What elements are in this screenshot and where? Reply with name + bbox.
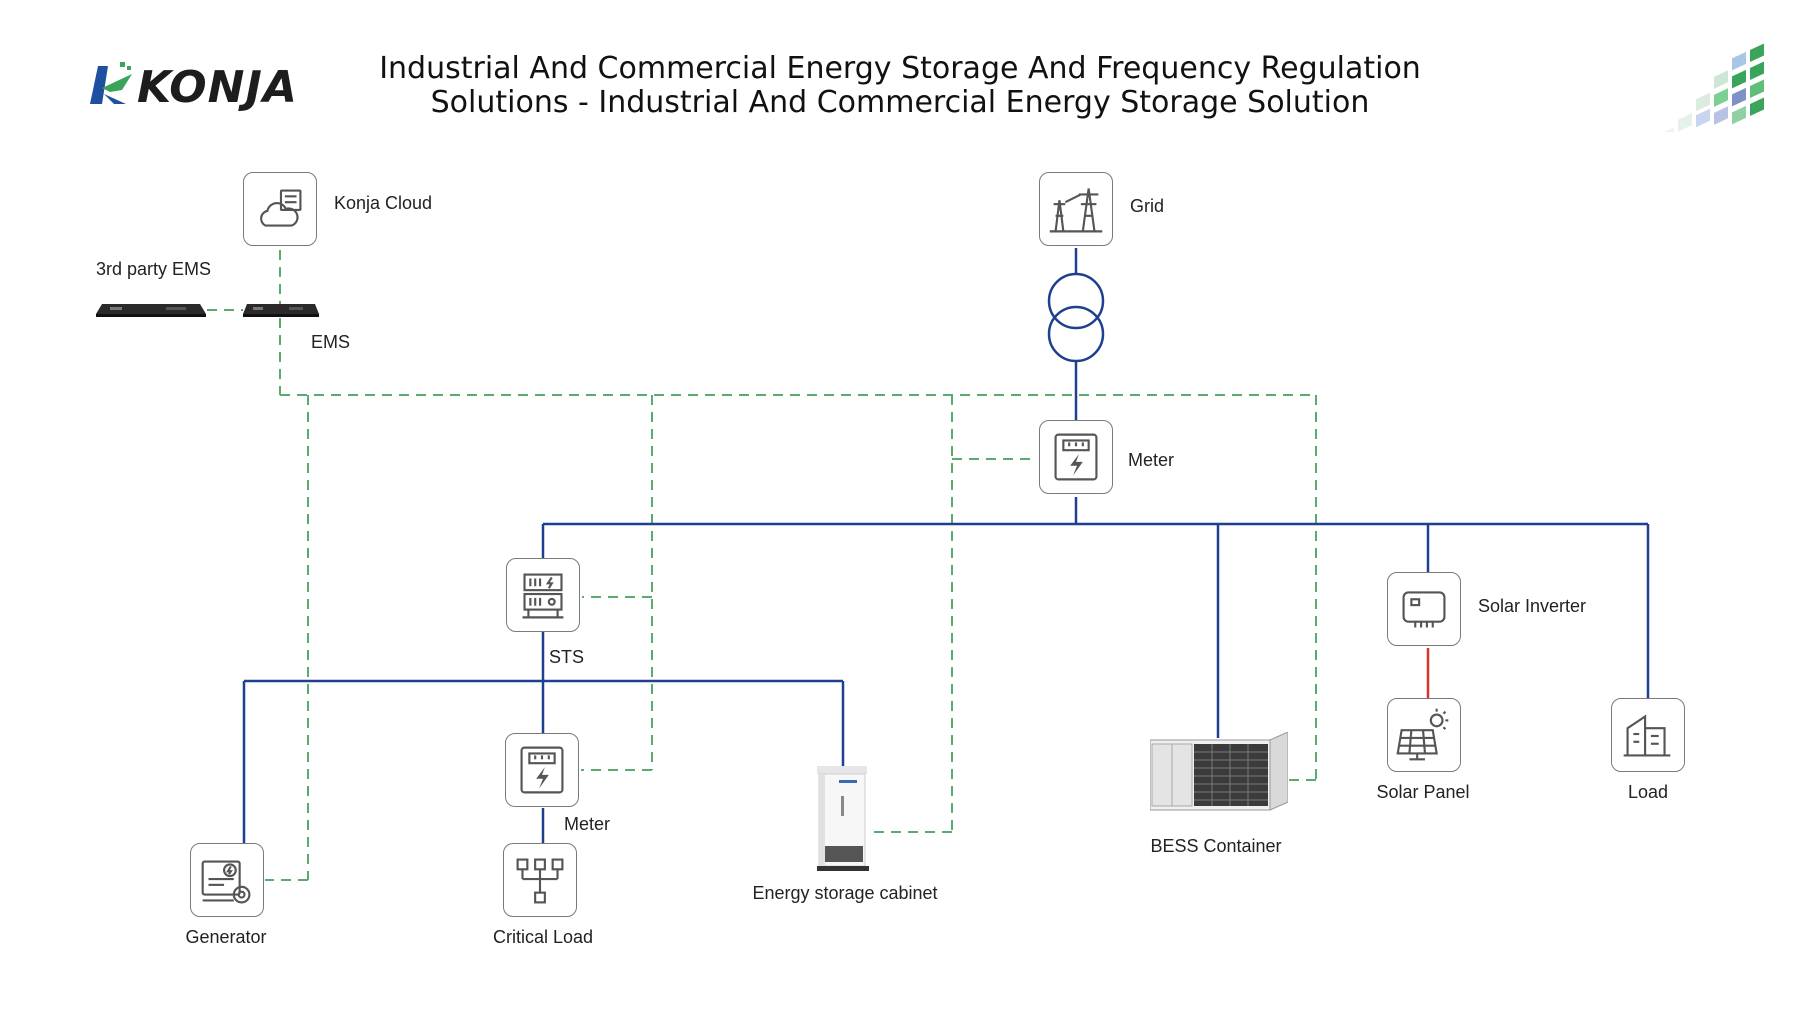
konja-logo-mark (90, 62, 132, 104)
page-title-line2: Solutions - Industrial And Commercial En… (430, 85, 1370, 120)
energy-storage-cabinet-image (817, 766, 869, 871)
cloud-server-icon (260, 189, 302, 227)
load-node (1611, 698, 1685, 772)
meter-main-node (1039, 420, 1113, 494)
bess-container-label: BESS Container (1150, 836, 1282, 856)
transmission-tower-icon (1049, 188, 1103, 233)
critical-load-label: Critical Load (492, 927, 594, 947)
solar-inverter-label: Solar Inverter (1478, 596, 1587, 616)
meter-critical-label: Meter (564, 814, 611, 834)
solar-panel-label: Solar Panel (1376, 782, 1470, 802)
energy-storage-cabinet-label: Energy storage cabinet (752, 883, 938, 903)
konja-cloud-node (243, 172, 317, 246)
grid-node (1039, 172, 1113, 246)
sts-node (506, 558, 580, 632)
electric-meter-icon (1054, 433, 1098, 481)
corner-pattern (1660, 43, 1764, 132)
electric-meter-icon (520, 746, 564, 794)
konja-cloud-label: Konja Cloud (334, 193, 433, 213)
ems-device (243, 304, 319, 317)
meter-critical-node (505, 733, 579, 807)
transfer-switch-icon (522, 573, 564, 619)
inverter-icon (1402, 591, 1446, 628)
brand-logo-text: KONJA (137, 62, 298, 113)
building-icon (1623, 714, 1671, 757)
grid-label: Grid (1130, 196, 1165, 216)
ems-label: EMS (311, 332, 351, 352)
load-label: Load (1627, 782, 1669, 802)
generator-icon (201, 860, 251, 904)
power-lines (242, 248, 1650, 845)
circuit-load-icon (516, 858, 564, 904)
critical-load-node (503, 843, 577, 917)
solar-panel-icon (1396, 708, 1449, 761)
communication-lines (190, 250, 1317, 881)
generator-label: Generator (185, 927, 267, 947)
meter-main-label: Meter (1128, 450, 1175, 470)
page-title-line1: Industrial And Commercial Energy Storage… (379, 51, 1421, 86)
generator-node (190, 843, 264, 917)
third-party-ems-label: 3rd party EMS (96, 259, 212, 279)
sts-label: STS (549, 647, 585, 667)
bess-container-image (1150, 732, 1288, 811)
third-party-ems-device (96, 304, 206, 317)
solar-inverter-node (1387, 572, 1461, 646)
page-title: Industrial And Commercial Energy Storage… (330, 52, 1470, 120)
solar-panel-node (1387, 698, 1461, 772)
